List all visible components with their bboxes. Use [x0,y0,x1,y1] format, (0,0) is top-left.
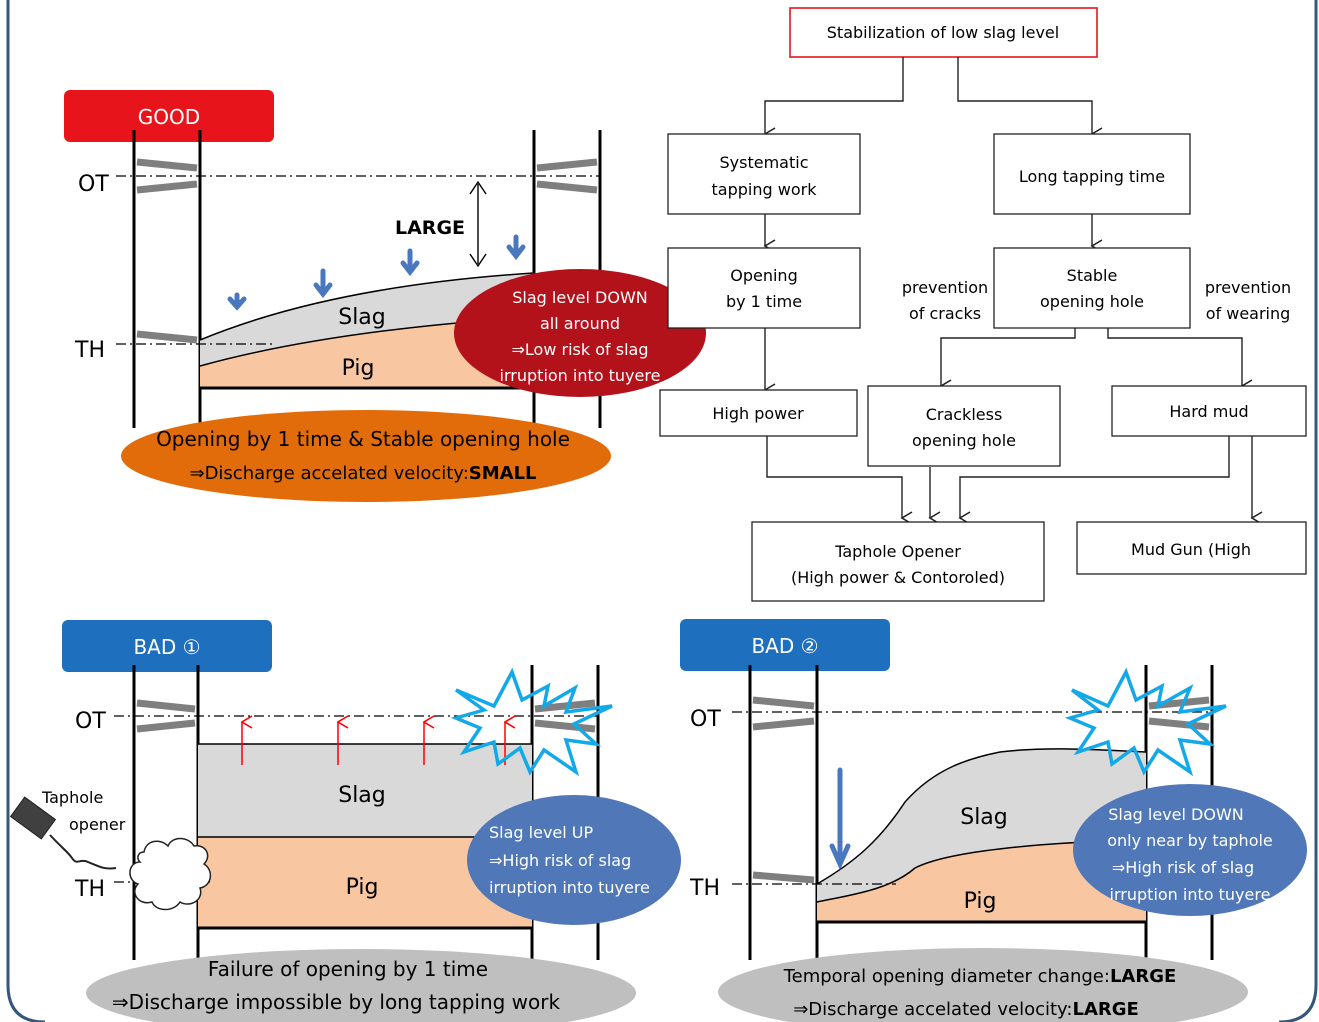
bad2-bubble-line3: ⇒High risk of slag [1112,858,1254,877]
flow-opening-line2: by 1 time [726,292,802,311]
flow-mud-gun [1076,521,1307,575]
bad2-slag-area [817,748,1146,902]
good-panel: GOOD OT TH LARGE Slag Pig [64,90,706,502]
taphole-opener-icon [9,796,117,870]
bad1-bubble [467,795,681,925]
flow-prev-cracks-line2: of cracks [909,304,981,323]
good-pig-label: Pig [342,356,375,381]
good-pig-area [200,317,534,388]
flowchart: Stabilization of low slag level Systemat… [659,7,1307,602]
flow-taphole-opener-line2: (High power & Contoroled) [791,568,1005,587]
flow-stable-line2: opening hole [1040,292,1144,311]
flow-prev-wearing-line2: of wearing [1206,304,1291,323]
good-badge-label: GOOD [138,105,200,129]
good-th-label: TH [74,338,105,363]
flow-long-tapping-label: Long tapping time [1019,167,1165,186]
smoke-cloud-icon [129,837,212,911]
flow-opening-line1: Opening [730,266,797,285]
bad1-summary-ellipse [86,949,636,1022]
good-bubble-line1: Slag level DOWN [512,288,647,307]
bad2-bubble-line2: only near by taphole [1107,831,1273,850]
bad2-panel: BAD ② OT TH Slag Pig Slag level DOWN onl… [680,619,1307,1022]
good-bubble-line2: all around [540,314,620,333]
flow-long-tapping [993,133,1191,215]
bad1-badge-label: BAD ① [133,635,200,659]
good-bubble-line4: irruption into tuyere [500,366,661,385]
flow-prev-wearing-line1: prevention [1205,278,1291,297]
bad1-opener-line1: Taphole [41,788,103,807]
bad2-badge-label: BAD ② [751,634,818,658]
flow-systematic-line2: tapping work [712,180,818,199]
slag-down-arrows [227,234,526,311]
good-badge [64,90,274,142]
bad2-bubble-line1: Slag level DOWN [1108,805,1243,824]
flow-systematic-line1: Systematic [720,153,809,172]
flow-hard-mud [1111,385,1307,437]
bad1-summary-line2: ⇒Discharge impossible by long tapping wo… [112,990,561,1014]
bad1-slag-label: Slag [338,783,386,808]
flow-opening [667,247,861,329]
bad1-burst [450,667,613,777]
bad2-bubble [1073,784,1307,916]
flow-crackless [867,385,1061,467]
bad2-pig-area [817,840,1146,922]
bad1-bubble-line2: ⇒High risk of slag [489,851,631,870]
flow-taphole-opener [751,521,1045,602]
bad2-bubble-line4: irruption into tuyere [1110,885,1271,904]
good-ot-label: OT [78,172,109,197]
flow-root-label: Stabilization of low slag level [827,23,1059,42]
bad1-badge [62,620,272,672]
flow-prev-cracks-line1: prevention [902,278,988,297]
bad2-slag-label: Slag [960,805,1008,830]
good-gap-label: LARGE [395,217,465,239]
bad2-summary-line1: Temporal opening diameter change:LARGE [783,966,1177,987]
bad2-pig-label: Pig [964,889,997,914]
bad2-ot-label: OT [690,707,721,732]
bad1-bubble-line1: Slag level UP [489,823,593,842]
good-summary-line1: Opening by 1 time & Stable opening hole [156,427,570,451]
bad1-slag-area [198,744,532,837]
good-bubble [454,269,706,397]
bad2-th-label: TH [689,876,720,901]
flow-stable [993,247,1191,329]
flow-systematic [667,133,861,215]
slag-drop-arrow [829,767,851,871]
outer-frame [6,0,46,1022]
bad2-summary-line2: ⇒Discharge accelated velocity:LARGE [793,999,1139,1020]
good-summary-ellipse [121,410,611,502]
good-slag-label: Slag [338,305,386,330]
bad1-th-label: TH [74,877,105,902]
good-summary-line2: ⇒Discharge accelated velocity:SMALL [189,463,536,484]
flow-crackless-line2: opening hole [912,431,1016,450]
bad1-summary-line1: Failure of opening by 1 time [208,957,488,981]
flow-high-power [659,389,858,437]
flow-crackless-line1: Crackless [926,405,1003,424]
flow-stable-line1: Stable [1067,266,1118,285]
flow-mud-gun-label: Mud Gun (High [1131,540,1251,559]
bad1-opener-line2: opener [69,815,126,834]
bad2-summary-ellipse [718,948,1248,1022]
bad2-burst [1064,667,1227,777]
bad2-badge [680,619,890,671]
bad1-ot-label: OT [75,709,106,734]
good-bubble-line3: ⇒Low risk of slag [512,340,649,359]
good-slag-area [200,273,534,366]
flow-high-power-label: High power [712,404,804,423]
flow-taphole-opener-line1: Taphole Opener [834,542,961,561]
flow-root [789,7,1098,58]
flow-hard-mud-label: Hard mud [1169,402,1248,421]
bad1-bubble-line3: irruption into tuyere [489,878,650,897]
bad1-panel: BAD ① OT TH Slag Pig Taphole [9,620,681,1022]
bad1-pig-label: Pig [346,875,379,900]
